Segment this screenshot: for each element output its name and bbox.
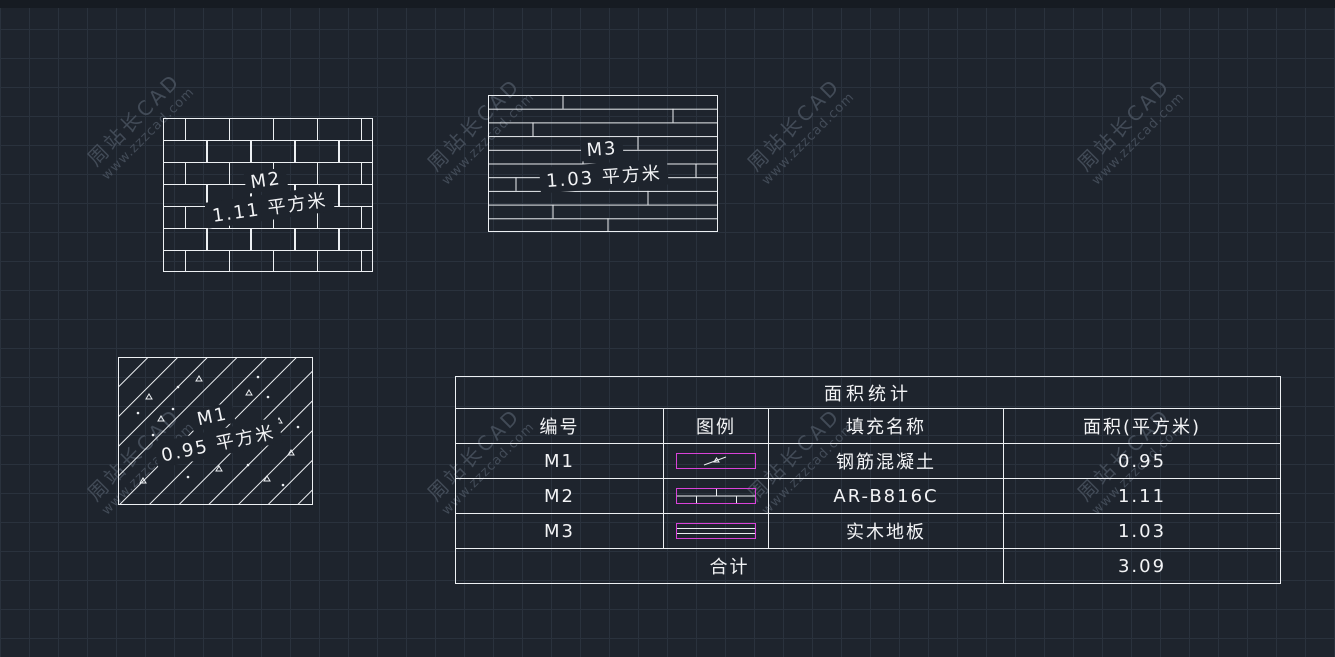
header-area: 面积(平方米)	[1003, 408, 1281, 444]
brick-legend-icon	[676, 488, 756, 504]
table-title: 面积统计	[455, 376, 1281, 409]
table-header-row: 编号 图例 填充名称 面积(平方米)	[455, 408, 1281, 444]
hatch-label-group-m3: M3 1.03 平方米	[484, 87, 723, 240]
table-total-row: 合计 3.09	[455, 548, 1281, 584]
hatch-sample-m3[interactable]: M3 1.03 平方米	[488, 95, 718, 232]
row-number: M2	[455, 478, 664, 514]
row-fill-name: 钢筋混凝土	[768, 443, 1004, 479]
hatch-label-m3: M3	[579, 137, 625, 162]
table-row: M3 实木地板 1.03	[455, 513, 1281, 549]
hatch-sample-m2[interactable]: M2 1.11 平方米	[163, 118, 373, 272]
row-area: 1.03	[1003, 513, 1281, 549]
header-fill-name: 填充名称	[768, 408, 1004, 444]
header-number: 编号	[455, 408, 664, 444]
row-area: 0.95	[1003, 443, 1281, 479]
total-value: 3.09	[1003, 548, 1281, 584]
row-number: M3	[455, 513, 664, 549]
hatch-area-m3: 1.03 平方米	[539, 158, 669, 193]
row-area: 1.11	[1003, 478, 1281, 514]
legend-swatch-m1[interactable]	[663, 443, 769, 479]
row-fill-name: 实木地板	[768, 513, 1004, 549]
hatch-label-group-m2: M2 1.11 平方米	[153, 104, 382, 286]
watermark-text: 周站长CAD	[1072, 73, 1176, 176]
concrete-legend-icon	[676, 453, 756, 469]
watermark-text: 周站长CAD	[742, 73, 846, 176]
header-legend: 图例	[663, 408, 769, 444]
hatch-label-m2: M2	[243, 167, 289, 195]
hatch-sample-m1[interactable]: M1 0.95 平方米	[118, 357, 313, 505]
legend-swatch-m3[interactable]	[663, 513, 769, 549]
watermark-url: www.zzzcad.com	[759, 89, 858, 189]
table-row: M1 钢筋混凝土 0.95	[455, 443, 1281, 479]
row-number: M1	[455, 443, 664, 479]
hatch-area-m2: 1.11 平方米	[204, 185, 335, 229]
total-label: 合计	[455, 548, 1004, 584]
area-statistics-table[interactable]: 面积统计 编号 图例 填充名称 面积(平方米) M1 钢筋混凝土 0.95 M2	[455, 376, 1281, 584]
row-fill-name: AR-B816C	[768, 478, 1004, 514]
table-row: M2 AR-B816C 1.11	[455, 478, 1281, 514]
legend-swatch-m2[interactable]	[663, 478, 769, 514]
plank-legend-icon	[676, 523, 756, 539]
canvas-top-edge	[0, 0, 1335, 8]
watermark-url: www.zzzcad.com	[1089, 89, 1188, 189]
